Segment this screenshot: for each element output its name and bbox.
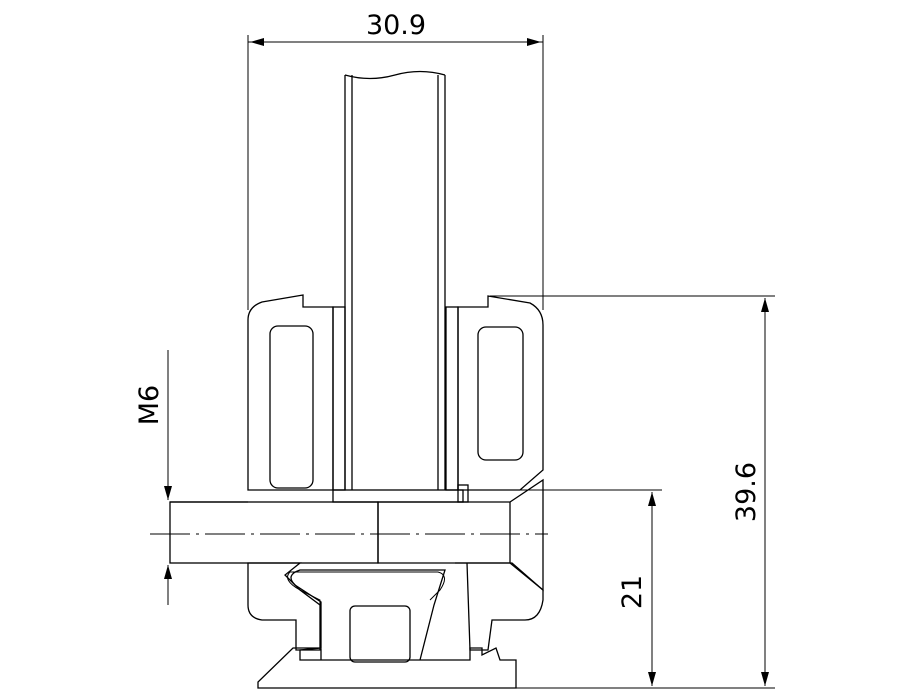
- dim-label-total-height: 39.6: [731, 462, 762, 522]
- rubber-gasket: [332, 306, 469, 503]
- dim-label-thread: M6: [134, 385, 165, 425]
- base-profile: [257, 569, 517, 689]
- dimension-thread: M6: [134, 350, 172, 605]
- dimension-bolt-height: 21: [470, 489, 662, 686]
- dimension-width: 30.9: [247, 10, 544, 310]
- glass-pane: [344, 70, 446, 490]
- dim-label-bolt-height: 21: [617, 575, 648, 609]
- dim-label-width: 30.9: [366, 10, 426, 41]
- left-hollow-chamber: [269, 325, 314, 489]
- right-hollow-chamber: [477, 326, 524, 461]
- base-hollow: [349, 605, 411, 663]
- m6-bolt: [150, 478, 548, 592]
- dimension-total-height: 39.6: [490, 295, 775, 689]
- aluminium-profile: [247, 294, 544, 651]
